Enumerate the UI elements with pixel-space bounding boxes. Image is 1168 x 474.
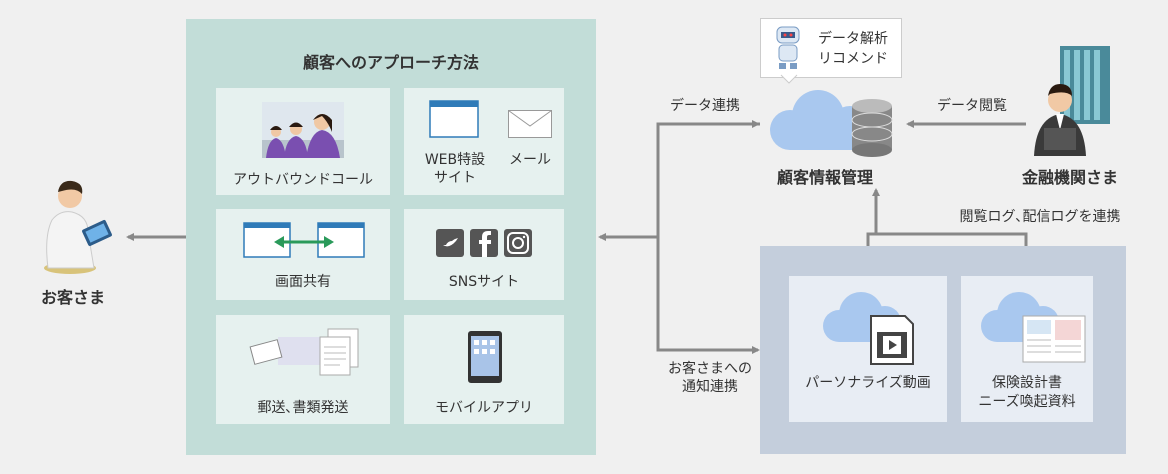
tile-mobile-app: モバイルアプリ bbox=[404, 315, 564, 424]
bank-staff-icon bbox=[1034, 46, 1110, 156]
tile-web-label2: サイト bbox=[434, 170, 476, 186]
data-link-label: データ連携 bbox=[670, 98, 740, 114]
robot-label-2: リコメンド bbox=[818, 51, 888, 67]
cloud-video-icon bbox=[823, 292, 914, 365]
document-icon bbox=[1022, 315, 1086, 363]
output-panel: パーソナライズ動画 保険設計書 ニーズ喚起資料 bbox=[760, 246, 1126, 454]
call-center-icon bbox=[262, 102, 344, 158]
cloud-database-icon bbox=[770, 90, 893, 157]
approach-title: 顧客へのアプローチ方法 bbox=[302, 53, 479, 72]
building-icon bbox=[1060, 46, 1110, 124]
log-label: 閲覧ログ､配信ログを連携 bbox=[959, 209, 1121, 225]
tile-screen-share: 画面共有 bbox=[216, 209, 390, 300]
screen-share-icon bbox=[243, 222, 365, 258]
robot-label-1: データ解析 bbox=[818, 31, 888, 47]
output-docs-label-1: 保険設計書 bbox=[992, 375, 1062, 391]
tile-screen-share-label: 画面共有 bbox=[275, 274, 331, 290]
web-browser-icon bbox=[429, 100, 479, 138]
tile-web-mail: WEB特設 サイト メール bbox=[404, 88, 564, 195]
customer-label: お客さま bbox=[40, 288, 105, 307]
data-view-label: データ閲覧 bbox=[937, 98, 1007, 114]
video-file-icon bbox=[870, 315, 914, 365]
bank-label: 金融機関さま bbox=[1021, 168, 1118, 187]
twitter-icon bbox=[436, 229, 464, 257]
instagram-icon bbox=[504, 229, 532, 257]
tile-mailing: 郵送､書類発送 bbox=[216, 315, 390, 424]
customer-icon bbox=[44, 180, 112, 274]
sns-icons bbox=[436, 229, 532, 257]
tablet-icon bbox=[468, 331, 502, 383]
tile-outbound-call-label: アウトバウンドコール bbox=[233, 172, 373, 188]
output-docs: 保険設計書 ニーズ喚起資料 bbox=[961, 276, 1093, 422]
mailing-icon bbox=[249, 328, 359, 376]
notify-label-1: お客さまへの bbox=[668, 361, 752, 377]
tile-mailing-label: 郵送､書類発送 bbox=[257, 400, 349, 416]
connector-vertical bbox=[656, 122, 760, 352]
tile-web-label: WEB特設 bbox=[424, 152, 486, 168]
mail-icon bbox=[508, 110, 552, 138]
output-video-label: パーソナライズ動画 bbox=[805, 375, 931, 391]
database-icon bbox=[851, 99, 893, 157]
output-video: パーソナライズ動画 bbox=[789, 276, 947, 422]
tile-mobile-app-label: モバイルアプリ bbox=[435, 400, 533, 416]
robot-icon bbox=[776, 26, 800, 69]
robot-callout: データ解析 リコメンド bbox=[760, 18, 902, 84]
output-docs-label-2: ニーズ喚起資料 bbox=[978, 394, 1076, 410]
tile-outbound-call: アウトバウンドコール bbox=[216, 88, 390, 195]
tile-sns: SNSサイト bbox=[404, 209, 564, 300]
tile-sns-label: SNSサイト bbox=[448, 274, 520, 290]
tile-mail-label: メール bbox=[509, 152, 551, 168]
cloud-document-icon bbox=[981, 292, 1086, 363]
crm-label: 顧客情報管理 bbox=[776, 168, 873, 187]
facebook-icon bbox=[470, 229, 498, 257]
approach-panel: 顧客へのアプローチ方法 アウトバウンドコール WEB特設 サイト メール bbox=[186, 19, 596, 455]
notify-label-2: 通知連携 bbox=[682, 379, 738, 395]
